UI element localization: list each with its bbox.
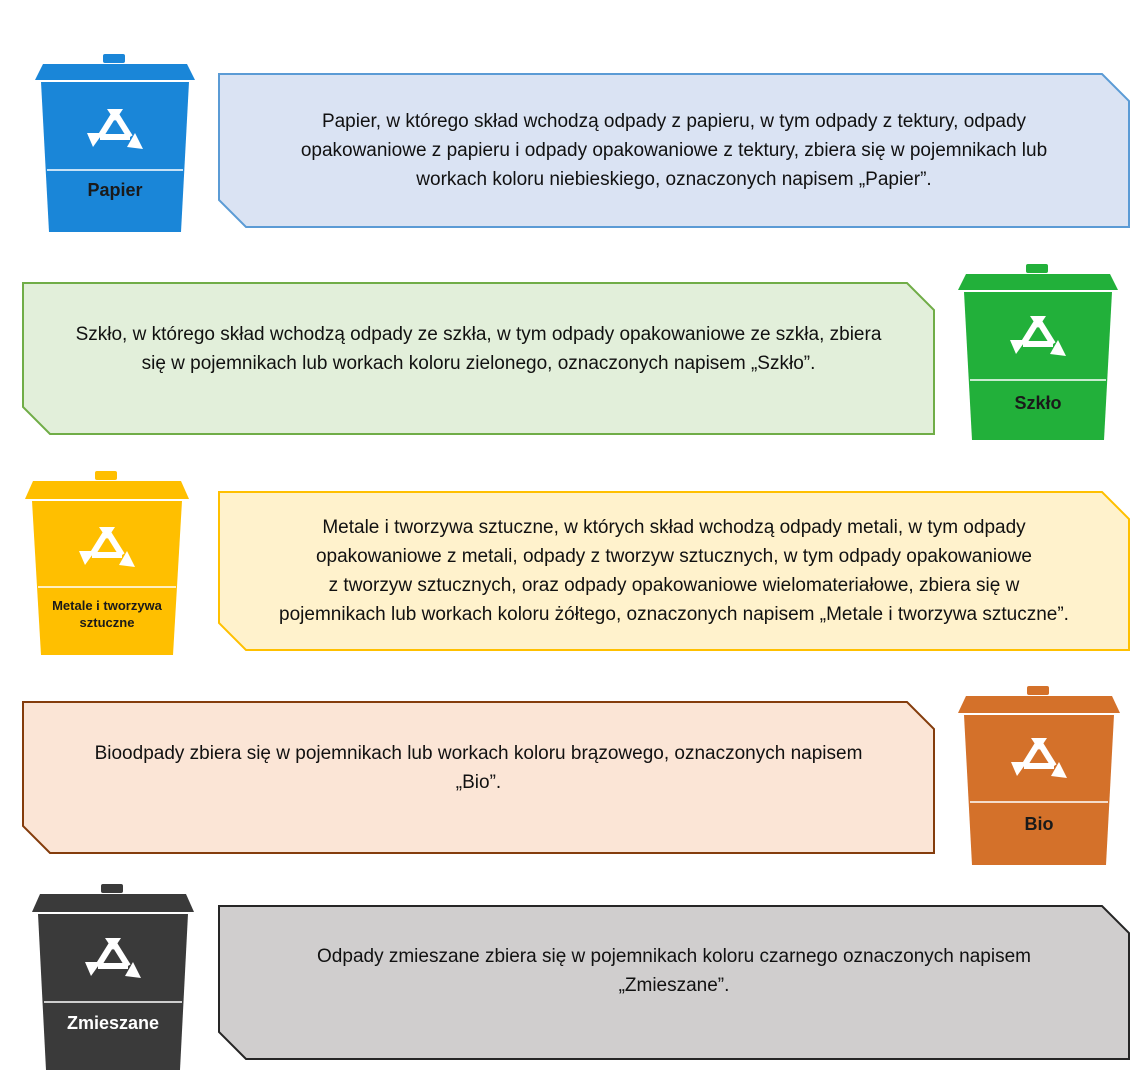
panel-line: z tworzyw sztucznych, oraz odpady opakow… <box>328 575 1020 596</box>
panel-szklo: Szkło, w którego skład wchodzą odpady ze… <box>22 282 935 435</box>
panel-line: się w pojemnikach lub workach koloru zie… <box>141 352 816 374</box>
bin-label: Szkło <box>1014 393 1062 413</box>
panel-text: Papier, w którego skład wchodzą odpady z… <box>218 73 1130 228</box>
panel-text: Bioodpady zbiera się w pojemnikach lub w… <box>22 701 935 854</box>
bin-label: Bio <box>1024 814 1054 834</box>
recycle-icon <box>87 109 143 149</box>
panel-zmieszane: Odpady zmieszane zbiera się w pojemnikac… <box>218 905 1130 1060</box>
bin-body <box>25 471 189 655</box>
panel-text: Metale i tworzywa sztuczne, w których sk… <box>218 491 1130 651</box>
bin-label: Papier <box>87 180 143 200</box>
panel-line: Odpady zmieszane zbiera się w pojemnikac… <box>317 945 1031 967</box>
panel-line: Papier, w którego skład wchodzą odpady z… <box>321 111 1027 132</box>
bin-body <box>35 54 195 232</box>
recycle-icon <box>1011 738 1067 778</box>
recycle-icon <box>85 938 141 978</box>
bin-label: Metale i tworzywa sztuczne <box>52 598 162 630</box>
bin-bio: Bio <box>956 684 1122 867</box>
panel-line: opakowaniowe z papieru i odpady opakowan… <box>300 140 1048 161</box>
panel-line: pojemnikach lub workach koloru żółtego, … <box>279 604 1069 625</box>
bin-zmieszane: Zmieszane <box>30 882 196 1072</box>
recycle-icon <box>79 527 135 567</box>
panel-line: Bioodpady zbiera się w pojemnikach lub w… <box>94 742 863 764</box>
bin-szklo: Szkło <box>956 262 1120 442</box>
panel-bio: Bioodpady zbiera się w pojemnikach lub w… <box>22 701 935 854</box>
bin-label: Zmieszane <box>66 1013 160 1033</box>
panel-text: Odpady zmieszane zbiera się w pojemnikac… <box>218 905 1130 1060</box>
panel-papier: Papier, w którego skład wchodzą odpady z… <box>218 73 1130 228</box>
bin-body <box>32 884 194 1070</box>
bin-body <box>958 264 1118 440</box>
bin-body <box>958 686 1120 865</box>
panel-line: workach koloru niebieskiego, oznaczonych… <box>416 169 932 190</box>
panel-line: „Zmieszane”. <box>618 974 730 996</box>
panel-line: Metale i tworzywa sztuczne, w których sk… <box>322 517 1026 538</box>
bin-metale: Metale i tworzywa sztuczne <box>23 469 191 657</box>
bin-papier: Papier <box>33 52 197 234</box>
panel-line: opakowaniowe z metali, odpady z tworzyw … <box>315 546 1032 567</box>
panel-line: Szkło, w którego skład wchodzą odpady ze… <box>75 323 882 345</box>
panel-line: „Bio”. <box>455 771 502 793</box>
recycle-icon <box>1010 316 1066 356</box>
panel-text: Szkło, w którego skład wchodzą odpady ze… <box>22 282 935 435</box>
panel-metale: Metale i tworzywa sztuczne, w których sk… <box>218 491 1130 651</box>
